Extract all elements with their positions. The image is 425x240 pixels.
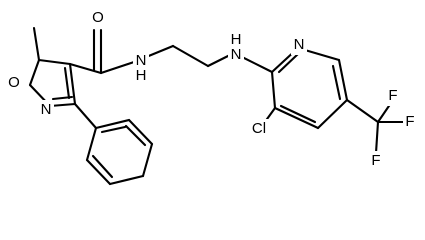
- amine-nitrogen-label: N: [231, 46, 242, 63]
- linker-bond-2: [171, 44, 210, 68]
- amine-hydrogen-label: H: [231, 31, 242, 48]
- phenyl-link-bond: [73, 102, 98, 130]
- amide-hydrogen-label: H: [136, 67, 147, 84]
- pyridine-c3-c2-bond: [270, 70, 277, 110]
- chemical-structure: O N H H N O N N Cl F F F: [6, 8, 417, 186]
- amide-nitrogen-label: N: [136, 52, 147, 69]
- phenyl-bond-2: [85, 158, 112, 186]
- bonds: [28, 26, 410, 186]
- isoxazole-c3-c4-bond: [68, 62, 77, 106]
- phenyl-bond-4: [141, 142, 154, 178]
- chlorine-label: Cl: [252, 120, 266, 137]
- cf3-bond: [345, 98, 380, 124]
- phenyl-inner-bond-2: [124, 124, 147, 147]
- methyl-bond: [32, 26, 41, 62]
- fluorine-right-label: F: [405, 113, 414, 130]
- fluorine-bottom-label: F: [371, 152, 380, 169]
- isoxazole-c3-c4-inner-bond: [63, 66, 71, 100]
- isoxazole-nitrogen-label: N: [41, 101, 52, 118]
- pyridine-c2-n1-inner-bond: [277, 52, 300, 74]
- cf3-f-bottom-bond: [374, 120, 380, 155]
- phenyl-bond-3: [108, 174, 145, 186]
- isoxazole-oxygen-label: O: [8, 74, 20, 91]
- phenyl-bond-1: [85, 126, 98, 162]
- isoxazole-c4-c5-bond: [37, 58, 72, 66]
- carbonyl-ring-bond: [68, 62, 103, 75]
- fluorine-top-label: F: [388, 87, 397, 104]
- amide-cn-bond: [99, 60, 136, 75]
- pyridine-c4-c3-inner-bond: [279, 104, 317, 124]
- pyridine-nitrogen-label: N: [294, 36, 305, 53]
- pyridine-c6-c5-bond: [337, 58, 349, 102]
- isoxazole-n-c3-bond: [48, 102, 77, 108]
- amide-oxygen-label: O: [92, 9, 104, 26]
- isoxazole-c5-o-bond: [28, 58, 41, 87]
- pyridine-c6-c5-inner-bond: [331, 64, 342, 101]
- atom-labels: O N H H N O N N Cl F F F: [6, 8, 417, 171]
- phenyl-inner-bond-3: [100, 125, 127, 134]
- phenyl-bond-5: [127, 118, 154, 146]
- pyridine-c5-c4-bond: [316, 98, 349, 130]
- phenyl-inner-bond-1: [91, 154, 114, 179]
- phenyl-bond-6: [94, 118, 131, 130]
- pyridine-c4-c3-bond: [273, 106, 320, 130]
